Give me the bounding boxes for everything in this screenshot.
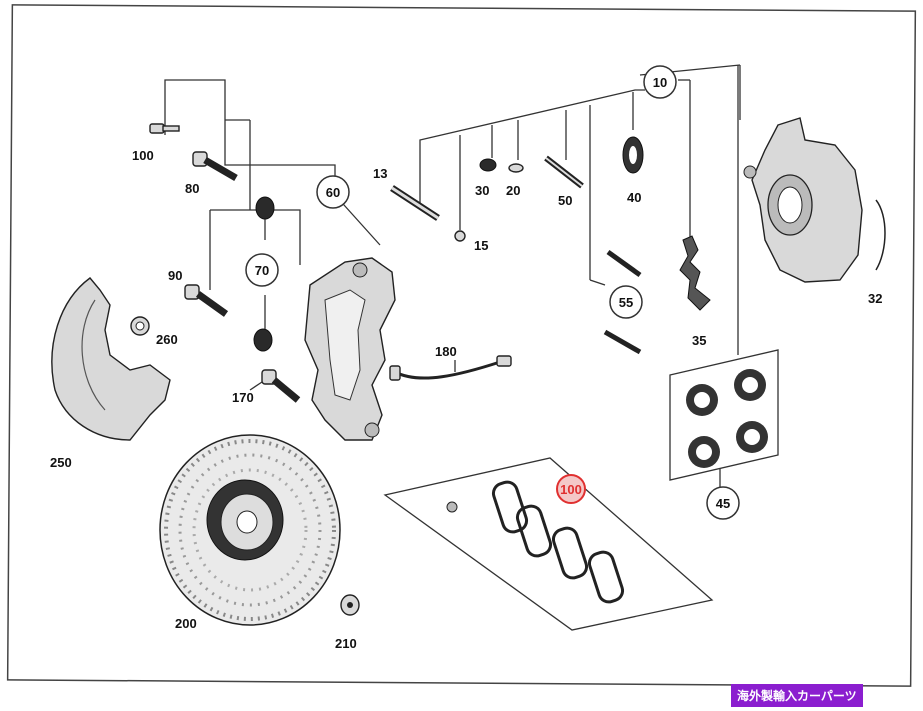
pin-50-part <box>544 155 584 189</box>
clips-35-part <box>679 235 711 311</box>
label-210: 210 <box>335 636 357 651</box>
svg-text:45: 45 <box>716 496 730 511</box>
bolt-100-part <box>149 123 180 134</box>
seal-kit-45-part <box>669 349 779 481</box>
label-260: 260 <box>156 332 178 347</box>
label-250: 250 <box>50 455 72 470</box>
pin-13-part <box>390 185 440 221</box>
label-90: 90 <box>168 268 182 283</box>
screw-15-part <box>454 230 466 242</box>
bolt-170-part <box>261 369 301 403</box>
brake-disc-200-part <box>159 434 341 626</box>
label-20: 20 <box>506 183 520 198</box>
bushing-70-part <box>253 196 275 352</box>
brake-pad-set-part <box>383 457 714 631</box>
callout-10: 10 <box>643 65 677 99</box>
callout-100-highlighted: 100 <box>556 474 586 504</box>
import-parts-badge: 海外製輸入カーパーツ <box>731 684 863 707</box>
label-35: 35 <box>692 333 706 348</box>
screw-210-part <box>340 594 360 616</box>
svg-text:100: 100 <box>560 482 582 497</box>
svg-text:70: 70 <box>255 263 269 278</box>
label-15: 15 <box>474 238 488 253</box>
label-80: 80 <box>185 181 199 196</box>
label-200: 200 <box>175 616 197 631</box>
diagram-frame <box>6 4 917 687</box>
svg-text:55: 55 <box>619 295 633 310</box>
caliper-bracket-part <box>304 257 396 441</box>
label-40: 40 <box>627 190 641 205</box>
label-32: 32 <box>868 291 882 306</box>
svg-text:60: 60 <box>326 185 340 200</box>
label-13: 13 <box>373 166 387 181</box>
svg-text:10: 10 <box>653 75 667 90</box>
bolt-90-part <box>184 284 229 317</box>
nut-30-part <box>479 158 497 172</box>
pins-55-part <box>603 249 642 355</box>
label-50: 50 <box>558 193 572 208</box>
label-180: 180 <box>435 344 457 359</box>
caliper-32-part <box>743 117 886 283</box>
wear-sensor-180-part <box>389 355 512 381</box>
callout-45: 45 <box>706 486 740 520</box>
seal-40-part <box>622 136 644 174</box>
nut-260-part <box>130 316 150 336</box>
label-100: 100 <box>132 148 154 163</box>
dust-shield-250-part <box>51 277 171 441</box>
callout-70: 70 <box>245 253 279 287</box>
callout-55: 55 <box>609 285 643 319</box>
label-170: 170 <box>232 390 254 405</box>
bolt-80-part <box>192 151 238 182</box>
washer-20-part <box>508 163 524 173</box>
callout-60: 60 <box>316 175 350 209</box>
label-30: 30 <box>475 183 489 198</box>
